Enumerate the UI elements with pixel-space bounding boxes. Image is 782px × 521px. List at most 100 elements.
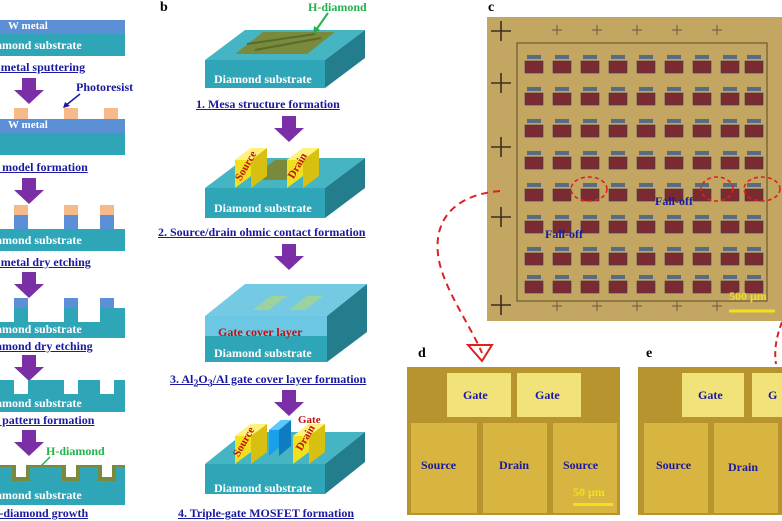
device-gate-pad [639,275,653,279]
device-gate-pad [611,151,625,155]
device-body [608,156,628,170]
device-body [524,124,544,138]
zoom-connector-e [774,321,782,365]
device-body [744,156,764,170]
device-gate-pad [527,215,541,219]
photoresist-block-1 [14,108,28,119]
process-arrow-3 [14,272,44,298]
device-gate-pad [527,119,541,123]
process-arrow-2 [14,178,44,204]
device-gate-pad [639,151,653,155]
gate-pad-d2 [517,373,581,417]
chip-micrograph: Fall-off Fall-off 500 μm [487,17,782,321]
device-gate-pad [583,119,597,123]
h-diamond-label-a: H-diamond [46,444,105,458]
gate-label-d2: Gate [535,388,560,402]
device-body [664,124,684,138]
photoresist-block-2 [64,108,78,119]
scale-label-c: 500 μm [729,289,767,303]
drain-pad-e [714,423,778,513]
device-body [636,280,656,294]
falloff-label-1: Fall-off [655,194,693,208]
mosfet-block [205,420,365,494]
device-gate-pad [583,183,597,187]
gate-label-b4: Gate [298,414,321,426]
scale-label-d: 50 μm [573,485,605,499]
device-gate-pad [611,215,625,219]
device-gate-pad [639,215,653,219]
device-body [552,220,572,234]
device-body [608,252,628,266]
panel-letter-d: d [418,346,426,361]
device-body [636,92,656,106]
device-gate-pad [667,183,681,187]
device-body [552,156,572,170]
device-gate-pad [555,247,569,251]
device-gate-pad [555,55,569,59]
device-gate-pad [527,183,541,187]
device-body [636,188,656,202]
device-gate-pad [583,55,597,59]
device-gate-pad [695,151,709,155]
device-gate-pad [639,247,653,251]
device-body [692,124,712,138]
device-gate-pad [611,119,625,123]
device-body [524,188,544,202]
device-body [720,280,740,294]
substrate-label-b3: Diamond substrate [214,346,312,360]
source-pad-e [644,423,708,513]
device-gate-pad [611,87,625,91]
device-body [552,92,572,106]
device-body [552,280,572,294]
device-body [744,60,764,74]
device-body [664,60,684,74]
device-body [664,220,684,234]
source-label-d1: Source [421,458,457,472]
device-gate-pad [747,275,761,279]
device-gate-pad [667,215,681,219]
device-gate-pad [747,247,761,251]
device-gate-pad [747,87,761,91]
device-gate-pad [747,119,761,123]
step-caption-4: Diamond dry etching [0,339,93,353]
device-body [524,60,544,74]
step-caption-b3: 3. Al2O3/Al gate cover layer formation [170,372,367,390]
device-gate-pad [555,119,569,123]
panel-letter-b: b [160,0,168,15]
device-gate-pad [747,151,761,155]
panel-letter-c: c [488,0,495,15]
device-gate-pad [555,275,569,279]
device-body [720,252,740,266]
device-body [744,220,764,234]
device-gate-pad [747,215,761,219]
device-body [552,252,572,266]
device-gate-pad [611,275,625,279]
device-body [580,92,600,106]
device-gate-pad [747,183,761,187]
drain-pad-d [483,423,547,513]
device-gate-pad [611,55,625,59]
device-body [720,92,740,106]
device-gate-pad [639,55,653,59]
mesa-block [205,30,365,88]
device-body [692,60,712,74]
gate-label-d1: Gate [463,388,488,402]
device-body [524,220,544,234]
device-gate-pad [667,151,681,155]
process-arrow-b2 [274,244,304,270]
device-body [720,156,740,170]
micrograph-e: Gate G Source Drain [638,367,782,515]
source-drain-block [205,148,365,218]
device-gate-pad [695,247,709,251]
device-body [580,252,600,266]
device-gate-pad [695,215,709,219]
device-body [720,124,740,138]
process-arrow-4 [14,355,44,381]
device-body [692,220,712,234]
photoresist-block-3 [104,108,118,119]
device-body [636,220,656,234]
step-caption-2: Ti model formation [0,160,88,174]
device-body [552,124,572,138]
device-gate-pad [555,215,569,219]
gate-pad-d1 [447,373,511,417]
